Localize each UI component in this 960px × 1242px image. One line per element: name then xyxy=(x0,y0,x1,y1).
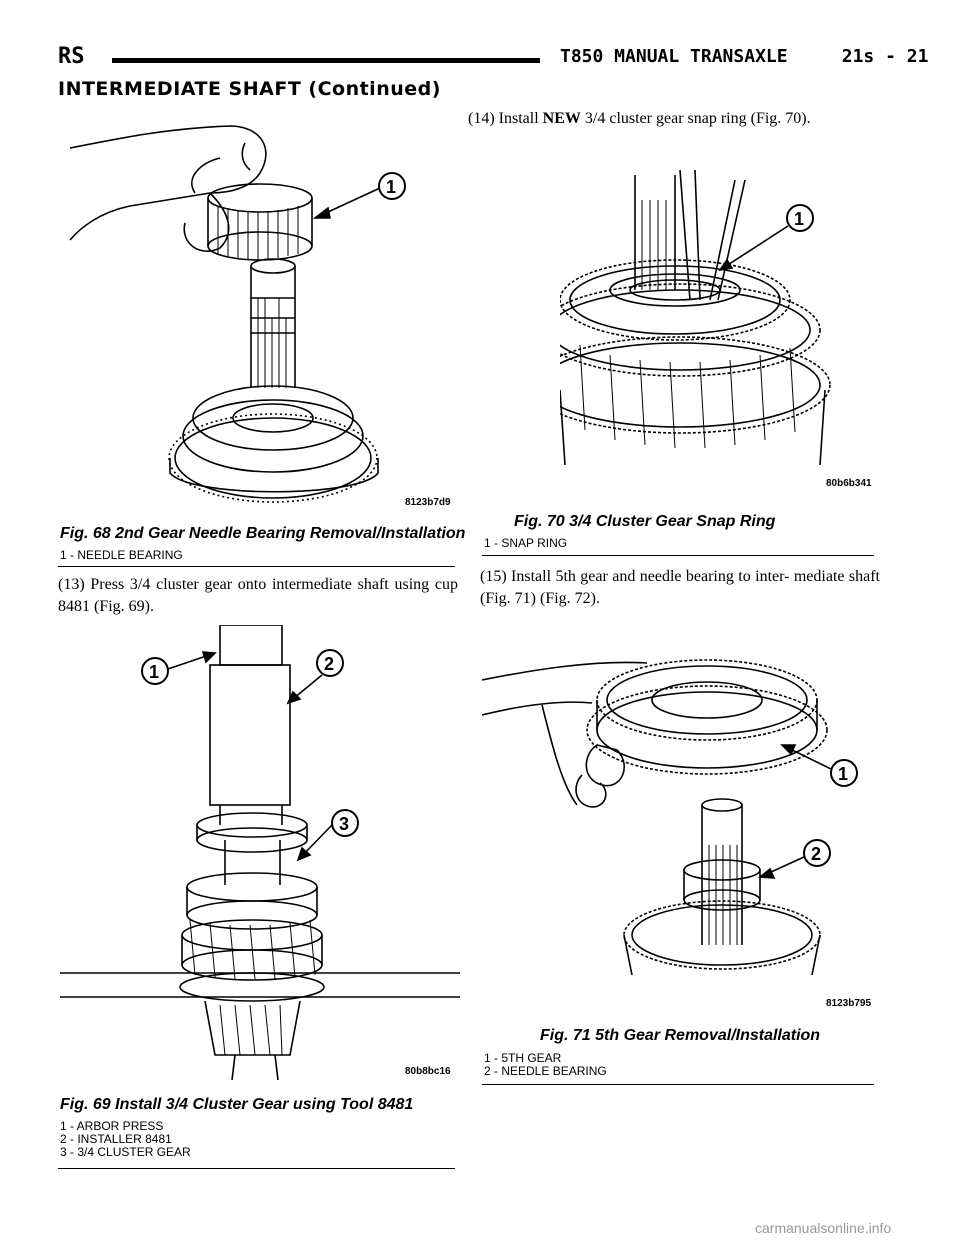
fig69-illustration: 1 2 3 xyxy=(60,625,460,1080)
fig68-rule xyxy=(58,566,455,567)
section-title: INTERMEDIATE SHAFT (Continued) xyxy=(58,78,441,100)
fig69-legend: 1 - ARBOR PRESS 2 - INSTALLER 8481 3 - 3… xyxy=(60,1120,191,1159)
fig69-callout-2: 2 xyxy=(324,654,334,674)
fig70-legend-item: 1 - SNAP RING xyxy=(484,536,568,550)
fig71-callout-2: 2 xyxy=(811,844,821,864)
fig70-callout-1: 1 xyxy=(794,209,804,229)
fig68-title: Fig. 68 2nd Gear Needle Bearing Removal/… xyxy=(60,525,466,542)
fig70-illustration: 1 xyxy=(560,170,880,470)
fig70-legend: 1 - SNAP RING xyxy=(484,537,567,550)
step-14-emphasis: NEW xyxy=(542,110,581,127)
step-14: (14) Install NEW 3/4 cluster gear snap r… xyxy=(468,108,868,130)
fig68-code: 8123b7d9 xyxy=(405,497,451,508)
fig69-callout-1: 1 xyxy=(149,662,159,682)
step-15: (15) Install 5th gear and needle bearing… xyxy=(480,568,880,607)
fig69-title: Fig. 69 Install 3/4 Cluster Gear using T… xyxy=(60,1096,414,1113)
fig71-legend: 1 - 5TH GEAR 2 - NEEDLE BEARING xyxy=(484,1052,607,1078)
fig69-legend-item-1: 1 - ARBOR PRESS xyxy=(60,1119,164,1133)
fig68-legend: 1 - NEEDLE BEARING xyxy=(60,549,183,562)
fig71-code: 8123b795 xyxy=(826,998,872,1009)
fig68-illustration: 1 xyxy=(60,118,460,510)
fig70-title: Fig. 70 3/4 Cluster Gear Snap Ring xyxy=(514,513,776,530)
fig69-rule xyxy=(58,1168,455,1169)
fig71-legend-item-2: 2 - NEEDLE BEARING xyxy=(484,1064,607,1078)
fig71-callout-1: 1 xyxy=(838,764,848,784)
header-section-code: RS xyxy=(58,44,85,69)
fig69-code: 80b8bc16 xyxy=(405,1066,451,1077)
step-14-post: 3/4 cluster gear snap ring (Fig. 70). xyxy=(580,110,811,127)
fig71-title: Fig. 71 5th Gear Removal/Installation xyxy=(540,1027,821,1044)
header-rule xyxy=(112,58,540,63)
fig71-legend-item-1: 1 - 5TH GEAR xyxy=(484,1051,562,1065)
header-title-page: T850 MANUAL TRANSAXLE 21s - 21 xyxy=(560,46,929,67)
fig71-illustration: 1 2 xyxy=(482,645,877,975)
fig68-callout-1: 1 xyxy=(386,177,396,197)
fig71-rule xyxy=(482,1084,874,1085)
fig69-legend-item-2: 2 - INSTALLER 8481 xyxy=(60,1132,172,1146)
fig68-legend-item: 1 - NEEDLE BEARING xyxy=(60,548,183,562)
fig70-rule xyxy=(482,555,874,556)
step-14-pre: (14) Install xyxy=(468,110,543,127)
step-13: (13) Press 3/4 cluster gear onto interme… xyxy=(58,576,458,615)
fig69-callout-3: 3 xyxy=(339,814,349,834)
fig69-legend-item-3: 3 - 3/4 CLUSTER GEAR xyxy=(60,1145,191,1159)
watermark-text: carmanualsonline.info xyxy=(755,1220,892,1236)
fig70-code: 80b6b341 xyxy=(826,478,872,489)
